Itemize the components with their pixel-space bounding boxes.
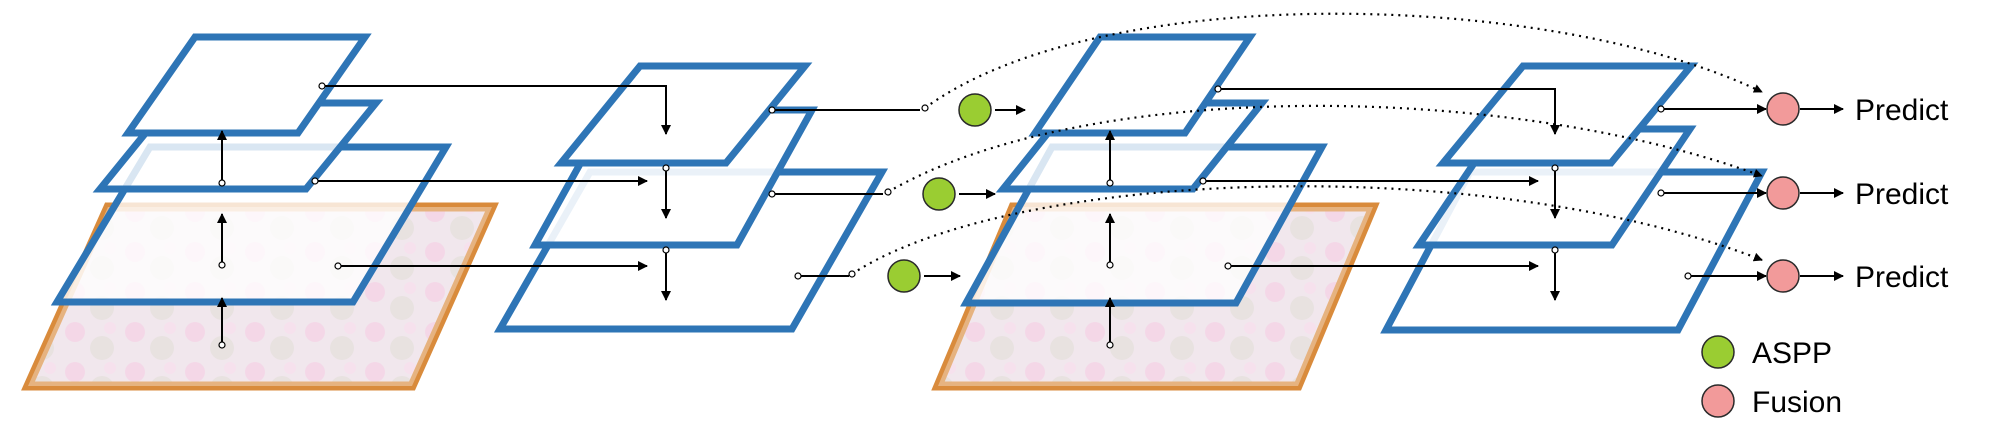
column-2-topdown — [493, 62, 889, 333]
predict-label-3: Predict — [1855, 261, 1949, 294]
aspp-node-3 — [887, 259, 921, 293]
legend-aspp-label: ASPP — [1752, 337, 1832, 370]
lateral-connections-1-2 — [311, 82, 671, 271]
legend-fusion-swatch — [1701, 384, 1735, 418]
output-connections — [1657, 104, 1844, 281]
legend-aspp-swatch — [1701, 335, 1735, 369]
dotted-skip-connections — [848, 12, 1763, 278]
aspp-connections — [768, 105, 1026, 281]
fusion-node-3 — [1766, 259, 1800, 293]
fusion-modules — [1766, 92, 1800, 293]
lateral-connections-3-4 — [1199, 85, 1560, 271]
column-3-backbone — [960, 33, 1328, 349]
fusion-node-2 — [1766, 176, 1800, 210]
layer-c2-top — [553, 62, 813, 167]
column-4-topdown — [1380, 62, 1768, 334]
legend-fusion-label: Fusion — [1752, 386, 1842, 419]
layer-c1-top — [121, 33, 372, 137]
fusion-node-1 — [1766, 92, 1800, 126]
output-labels: Predict Predict Predict — [1855, 94, 1949, 294]
aspp-modules — [887, 93, 992, 293]
layer-c3-top — [1028, 33, 1257, 137]
predict-label-2: Predict — [1855, 178, 1949, 211]
aspp-node-1 — [958, 93, 992, 127]
predict-label-1: Predict — [1855, 94, 1949, 127]
aspp-node-2 — [922, 177, 956, 211]
legend: ASPP Fusion — [1701, 335, 1842, 419]
column-1-backbone — [50, 33, 453, 349]
